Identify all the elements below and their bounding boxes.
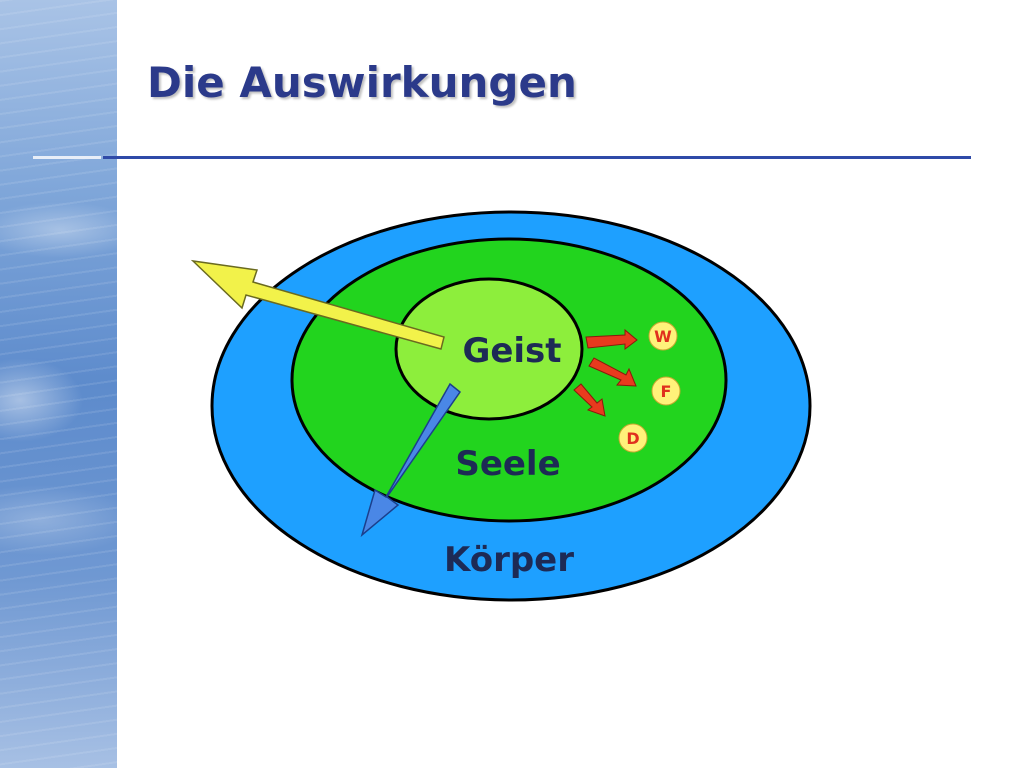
label-geist: Geist (462, 331, 561, 371)
marker-d-label: D (626, 429, 639, 448)
inner-ellipse-geist (394, 277, 584, 421)
marker-d-circle (618, 423, 648, 453)
title-underline (103, 156, 971, 159)
yellow-arrow (190, 259, 445, 350)
marker-w-label: W (654, 327, 672, 346)
label-seele: Seele (455, 444, 560, 484)
marker-w-circle (648, 321, 678, 351)
label-koerper: Körper (444, 540, 574, 580)
red-arrow-d (573, 383, 606, 417)
marker-f-label: F (661, 382, 672, 401)
marker-f: F (651, 376, 681, 406)
red-arrow-w (585, 328, 638, 350)
red-arrow-f (588, 357, 637, 387)
blue-arrow (360, 382, 462, 538)
title-rule-accent (33, 156, 101, 159)
water-background-strip (0, 0, 117, 768)
slide-title: Die Auswirkungen (147, 58, 577, 107)
marker-f-circle (651, 376, 681, 406)
marker-w: W (648, 321, 678, 351)
marker-d: D (618, 423, 648, 453)
